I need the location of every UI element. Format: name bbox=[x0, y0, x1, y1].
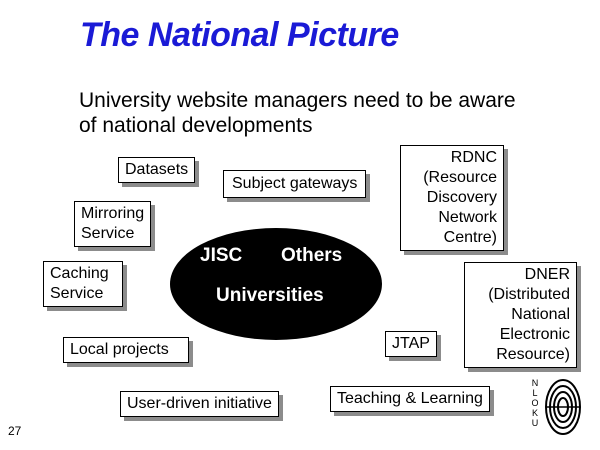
dner-line: Resource) bbox=[496, 346, 570, 363]
dner-line: DNER bbox=[524, 266, 570, 283]
rdnc-line: RDNC bbox=[450, 149, 497, 166]
caching-line: Caching bbox=[50, 265, 109, 282]
dner-line: Electronic bbox=[499, 326, 570, 343]
central-ellipse bbox=[170, 228, 382, 340]
rdnc-line: Centre) bbox=[443, 229, 497, 246]
mirroring-line: Mirroring bbox=[81, 205, 145, 222]
datasets-box: Datasets bbox=[118, 157, 196, 183]
jisc-label: JISC bbox=[200, 245, 243, 266]
logo-letter: N bbox=[531, 378, 539, 388]
user-driven-initiative-box: User-driven initiative bbox=[120, 391, 279, 417]
others-label: Others bbox=[281, 245, 343, 266]
dner-line: National bbox=[511, 306, 570, 323]
logo-letter: U bbox=[531, 418, 539, 428]
caching-service-box: Caching Service bbox=[43, 261, 123, 307]
logo-letter: K bbox=[531, 408, 538, 418]
rdnc-box: RDNC (Resource Discovery Network Centre) bbox=[400, 145, 504, 251]
subject-gateways-box: Subject gateways bbox=[223, 170, 367, 198]
local-projects-label: Local projects bbox=[70, 341, 169, 358]
logo-letter: L bbox=[532, 388, 538, 398]
caching-line: Service bbox=[50, 285, 104, 302]
mirroring-line: Service bbox=[81, 225, 135, 242]
local-projects-box: Local projects bbox=[63, 337, 189, 363]
rdnc-line: Network bbox=[438, 209, 497, 226]
dner-box: DNER (Distributed National Electronic Re… bbox=[464, 262, 577, 368]
datasets-label: Datasets bbox=[125, 161, 189, 178]
mirroring-service-box: Mirroring Service bbox=[74, 201, 152, 247]
subject-gateways-label: Subject gateways bbox=[232, 175, 358, 192]
dner-line: (Distributed bbox=[488, 286, 570, 303]
page-number: 27 bbox=[8, 424, 22, 438]
rdnc-line: Discovery bbox=[426, 189, 497, 206]
ukoln-logo-icon bbox=[544, 376, 582, 438]
teaching-learning-label: Teaching & Learning bbox=[337, 390, 483, 407]
slide-title: The National Picture bbox=[80, 16, 399, 54]
logo-letter: O bbox=[531, 398, 539, 408]
jtap-label: JTAP bbox=[392, 335, 430, 352]
universities-label: Universities bbox=[216, 285, 324, 306]
ukoln-letters: N L O K U bbox=[528, 378, 542, 428]
jtap-box: JTAP bbox=[385, 331, 437, 357]
slide-subtitle: University website managers need to be a… bbox=[79, 89, 516, 137]
user-driven-label: User-driven initiative bbox=[127, 395, 272, 412]
teaching-learning-box: Teaching & Learning bbox=[330, 386, 490, 412]
rdnc-line: (Resource bbox=[423, 169, 497, 186]
